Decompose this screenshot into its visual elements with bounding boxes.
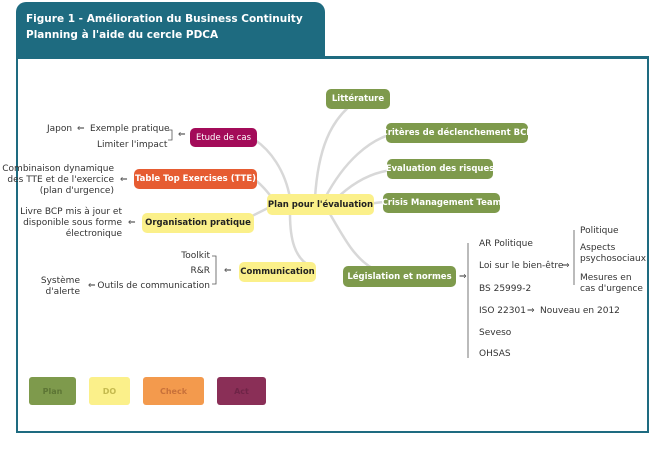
node-organisation: Organisation pratique xyxy=(142,213,254,233)
loi-text: Loi sur le bien-être xyxy=(479,261,564,271)
figure-header: Figure 1 - Amélioration du Business Cont… xyxy=(16,2,325,56)
legend-check: Check xyxy=(143,377,204,405)
node-etude: Etude de cas xyxy=(190,128,257,147)
outils-text: Outils de communication xyxy=(97,281,210,291)
center-node: Plan pour l'évaluation xyxy=(267,194,374,215)
node-criteres: Critères de déclenchement BCP xyxy=(381,123,533,143)
arrow-left-icon: ⇐ xyxy=(88,281,96,291)
iso-text: ISO 22301 xyxy=(479,306,526,316)
arrow-right-icon: ⇒ xyxy=(459,272,467,282)
legend-plan: Plan xyxy=(29,377,76,405)
legend-do: DO xyxy=(89,377,130,405)
legend-check-label: Check xyxy=(159,386,188,396)
legend-plan-label: Plan xyxy=(42,386,63,396)
node-communication-label: Communication xyxy=(240,267,315,277)
center-label: Plan pour l'évaluation xyxy=(267,199,374,210)
organisation-line2: disponible sous forme xyxy=(23,218,122,228)
arrow-right-icon: ⇒ xyxy=(562,261,570,271)
organisation-line1: Livre BCP mis à jour et xyxy=(20,207,122,217)
node-evaluation: Evaluation des risques xyxy=(385,159,495,179)
figure-frame xyxy=(16,56,649,433)
mesures-line1: Mesures en xyxy=(580,273,632,283)
arrow-left-icon: ⇐ xyxy=(120,175,128,185)
exemple-text: Exemple pratique xyxy=(90,124,170,134)
limiter-text: Limiter l'impact xyxy=(97,140,168,150)
tte-line3: (plan d'urgence) xyxy=(39,186,114,196)
figure-title: Figure 1 - Amélioration du Business Cont… xyxy=(26,13,303,41)
node-legislation-label: Législation et normes xyxy=(347,271,452,282)
ar-text: AR Politique xyxy=(479,239,533,249)
node-communication: Communication xyxy=(239,262,316,282)
japon-text: Japon xyxy=(47,124,73,134)
arrow-left-icon: ⇐ xyxy=(128,218,136,228)
mesures-line2: cas d'urgence xyxy=(580,284,643,294)
node-criteres-label: Critères de déclenchement BCP xyxy=(381,128,533,138)
node-crisis: Crisis Management Team xyxy=(381,193,502,213)
bs-text: BS 25999-2 xyxy=(479,284,532,294)
rr-text: R&R xyxy=(190,266,210,276)
tte-line1: Combinaison dynamique xyxy=(2,164,114,174)
seveso-text: Seveso xyxy=(479,328,512,338)
tte-line2: des TTE et de l'exercice xyxy=(7,175,114,185)
node-crisis-label: Crisis Management Team xyxy=(381,198,502,208)
aspects-line2: psychosociaux xyxy=(580,254,647,264)
node-evaluation-label: Evaluation des risques xyxy=(385,164,495,174)
systeme-line2: d'alerte xyxy=(45,287,80,297)
node-litterature-label: Littérature xyxy=(331,94,385,104)
legend-act-label: Act xyxy=(234,386,249,396)
arrow-right-icon: ⇒ xyxy=(527,306,535,316)
aspects-line1: Aspects xyxy=(580,243,616,253)
legend-act: Act xyxy=(217,377,266,405)
arrow-left-icon: ⇐ xyxy=(224,266,232,276)
toolkit-text: Toolkit xyxy=(181,251,210,261)
arrow-left-icon: ⇐ xyxy=(77,124,85,134)
ohsas-text: OHSAS xyxy=(479,349,511,359)
politique-text: Politique xyxy=(580,226,619,236)
node-legislation: Législation et normes xyxy=(343,266,456,287)
node-etude-label: Etude de cas xyxy=(195,132,252,143)
node-tte: Table Top Exercises (TTE) xyxy=(134,169,257,189)
systeme-line1: Système xyxy=(40,276,80,286)
node-tte-label: Table Top Exercises (TTE) xyxy=(134,174,257,184)
node-litterature: Littérature xyxy=(326,89,390,109)
nouveau-text: Nouveau en 2012 xyxy=(540,306,620,316)
organisation-line3: électronique xyxy=(65,229,122,239)
node-organisation-label: Organisation pratique xyxy=(145,218,251,228)
arrow-left-icon: ⇐ xyxy=(178,130,186,140)
legend-do-label: DO xyxy=(102,386,117,396)
